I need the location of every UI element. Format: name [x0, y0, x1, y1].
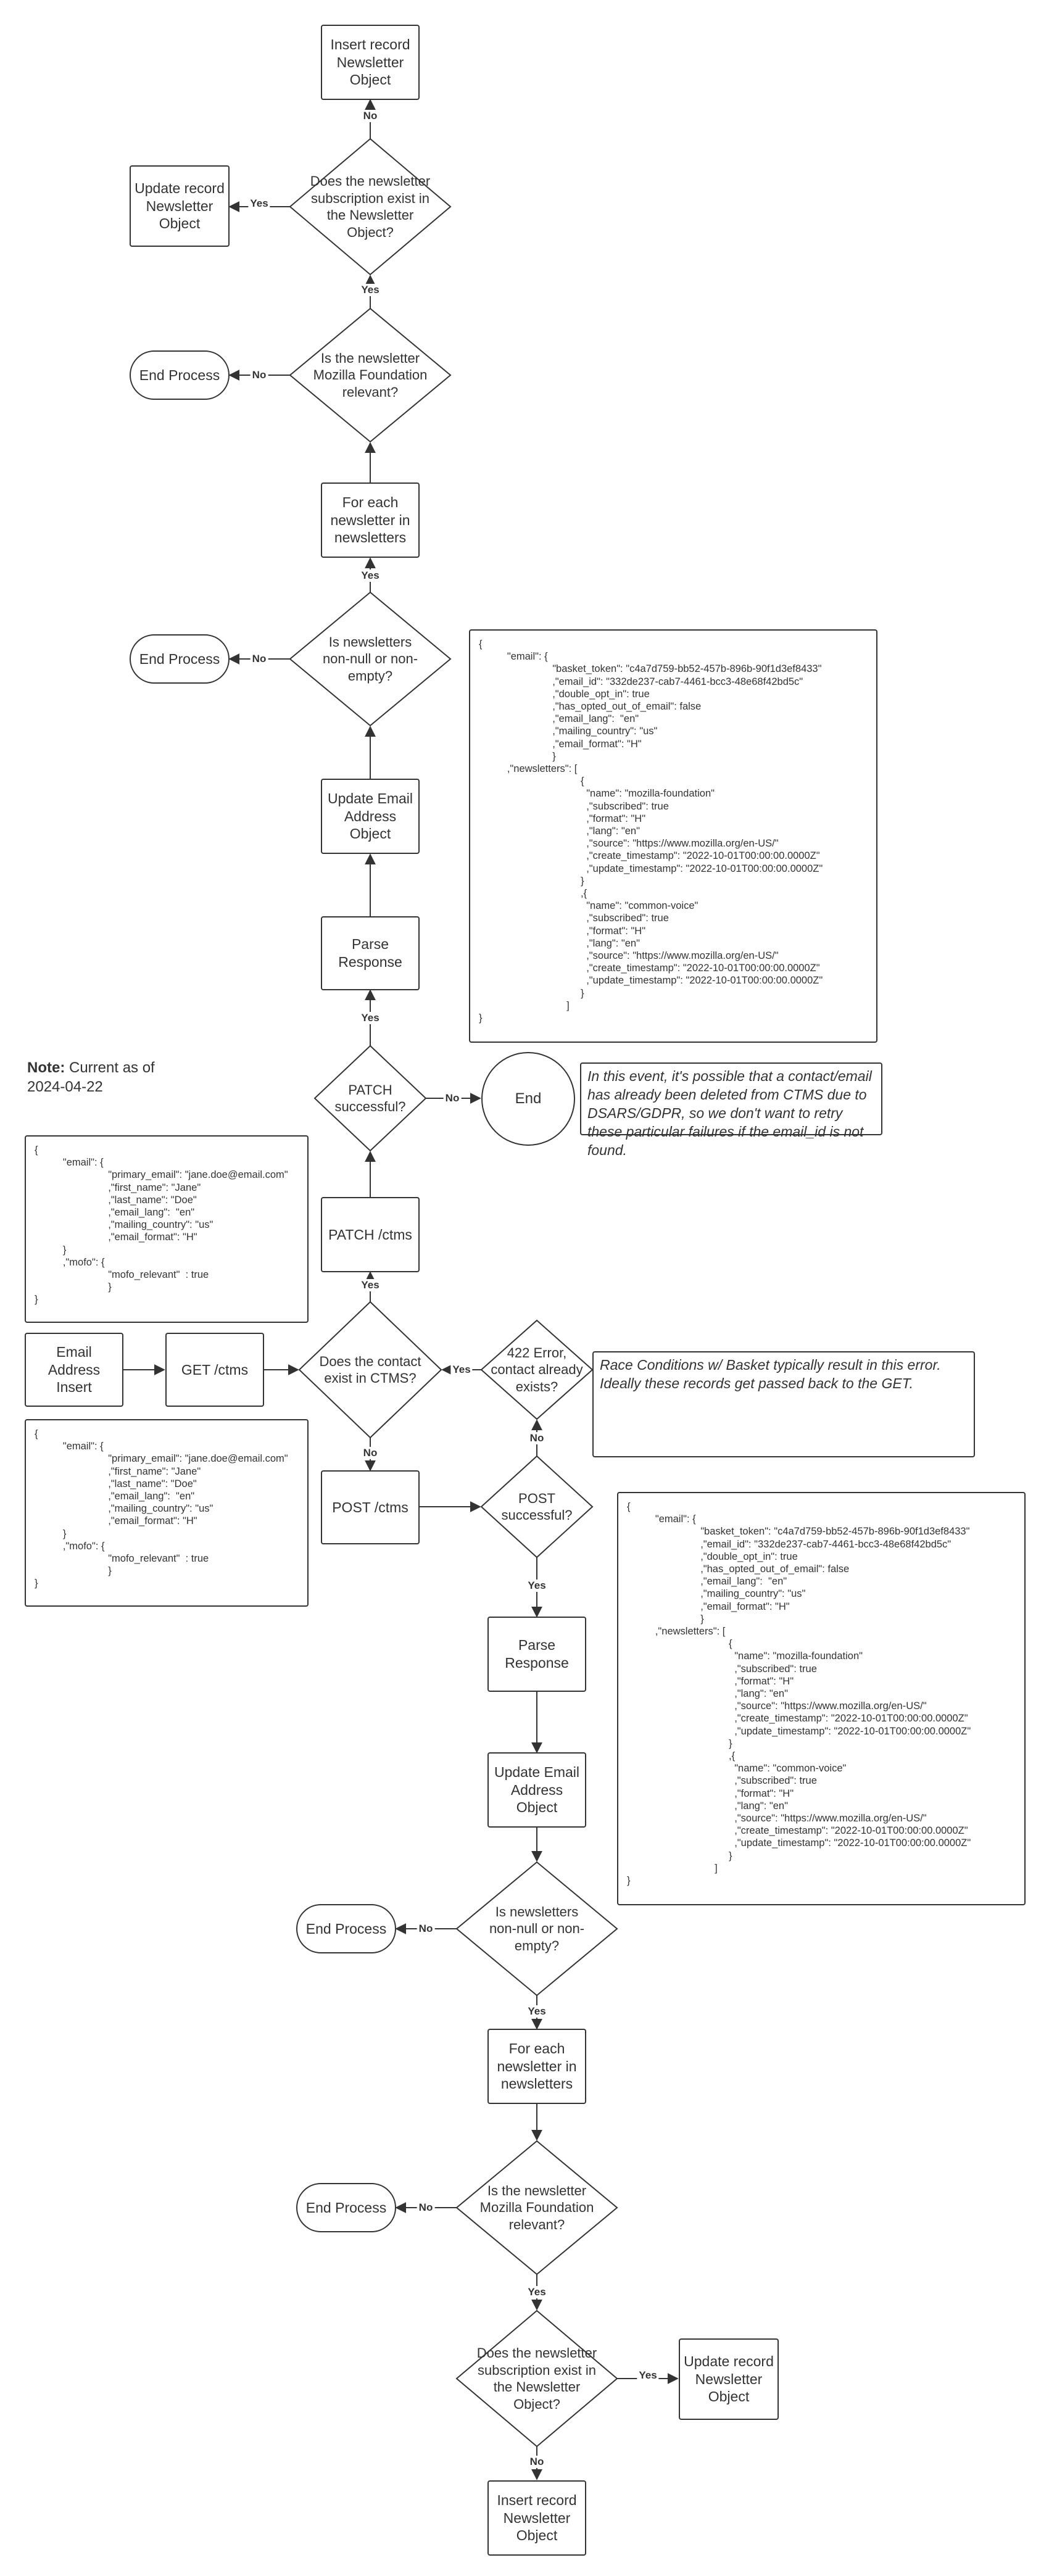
diamond-patch-successful: [313, 1045, 427, 1152]
edge-label-yes: Yes: [637, 2369, 659, 2382]
decision-post-successful: POST successful?: [501, 1490, 573, 1523]
process-insert-record-bottom: Insert record Newsletter Object: [487, 2480, 586, 2556]
process-update-record-bottom: Update record Newsletter Object: [679, 2338, 779, 2420]
edge-label-yes: Yes: [359, 1012, 381, 1024]
terminal-end-process: End Process: [130, 634, 230, 684]
code-patch-request-payload: { "email": { "primary_email": "jane.doe@…: [25, 1135, 309, 1323]
edge-label-no: No: [417, 2201, 435, 2214]
edge-label-no: No: [528, 2456, 546, 2468]
decision-mofo-relevant-bottom: Is the newsletter Mozilla Foundation rel…: [479, 2182, 594, 2232]
process-update-email-bottom: Update Email Address Object: [487, 1752, 586, 1828]
terminal-end-process: End Process: [130, 350, 230, 400]
edge-label-no: No: [250, 653, 268, 665]
note-label: Note:: [27, 1059, 65, 1076]
terminal-end-process: End Process: [296, 1904, 396, 1953]
process-for-each-bottom: For each newsletter in newsletters: [487, 2029, 586, 2104]
decision-mofo-relevant-top: Is the newsletter Mozilla Foundation rel…: [313, 350, 428, 400]
edge-label-no: No: [250, 369, 268, 381]
diamond-newsletters-nonempty-top: [289, 591, 452, 727]
process-post-ctms: POST /ctms: [321, 1470, 420, 1544]
edge-label-yes: Yes: [526, 2286, 548, 2298]
edge-label-no: No: [443, 1092, 462, 1104]
edge-label-yes: Yes: [526, 1580, 548, 1592]
process-parse-response-top: Parse Response: [321, 916, 420, 990]
decision-patch-successful: PATCH successful?: [334, 1082, 406, 1115]
process-parse-response-bottom: Parse Response: [487, 1617, 586, 1692]
edge-label-yes: Yes: [248, 197, 270, 210]
decision-newsletters-nonempty-bottom: Is newsletters non-null or non-empty?: [489, 1903, 585, 1953]
diamond-error-422: [480, 1319, 594, 1420]
decision-subscription-exists-bottom: Does the newsletter subscription exist i…: [476, 2345, 597, 2412]
edge-label-no: No: [361, 110, 379, 122]
note-text: Current as of 2024-04-22: [27, 1059, 155, 1096]
decision-contact-exists: Does the contact exist in CTMS?: [319, 1353, 421, 1386]
edge-label-no: No: [361, 1447, 379, 1459]
edge-label-no: No: [528, 1432, 546, 1444]
edge-label-yes: Yes: [526, 2005, 548, 2018]
process-for-each-top: For each newsletter in newsletters: [321, 482, 420, 558]
code-post-response-payload: { "email": { "basket_token": "c4a7d759-b…: [617, 1492, 1026, 1905]
terminal-end: End: [481, 1052, 575, 1146]
process-email-address-insert: Email Address Insert: [25, 1333, 123, 1407]
process-patch-ctms: PATCH /ctms: [321, 1197, 420, 1272]
process-insert-record-top: Insert record Newsletter Object: [321, 25, 420, 100]
code-post-request-payload: { "email": { "primary_email": "jane.doe@…: [25, 1419, 309, 1607]
process-get-ctms: GET /ctms: [165, 1333, 264, 1407]
process-update-record-top: Update record Newsletter Object: [130, 165, 230, 247]
edge-label-yes: Yes: [359, 569, 381, 582]
terminal-end-process: End Process: [296, 2183, 396, 2232]
note-race-conditions: Race Conditions w/ Basket typically resu…: [592, 1351, 975, 1457]
diamond-mofo-relevant-top: [289, 307, 452, 443]
note-dsar-gdpr: In this event, it's possible that a cont…: [580, 1062, 882, 1158]
decision-subscription-exists-top: Does the newsletter subscription exist i…: [310, 173, 431, 240]
decision-error-422: 422 Error, contact already exists?: [491, 1344, 583, 1394]
diamond-subscription-exists-top: [289, 138, 452, 276]
edge-label-yes: Yes: [359, 284, 381, 296]
decision-newsletters-nonempty-top: Is newsletters non-null or non-empty?: [322, 634, 418, 684]
current-as-of-note: Note: Current as of 2024-04-22: [27, 1058, 188, 1096]
edge-label-no: No: [417, 1923, 435, 1935]
process-update-email-top: Update Email Address Object: [321, 779, 420, 854]
edge-label-yes: Yes: [450, 1364, 473, 1376]
code-patch-response-payload: { "email": { "basket_token": "c4a7d759-b…: [469, 629, 877, 1043]
edge-label-yes: Yes: [359, 1279, 381, 1291]
